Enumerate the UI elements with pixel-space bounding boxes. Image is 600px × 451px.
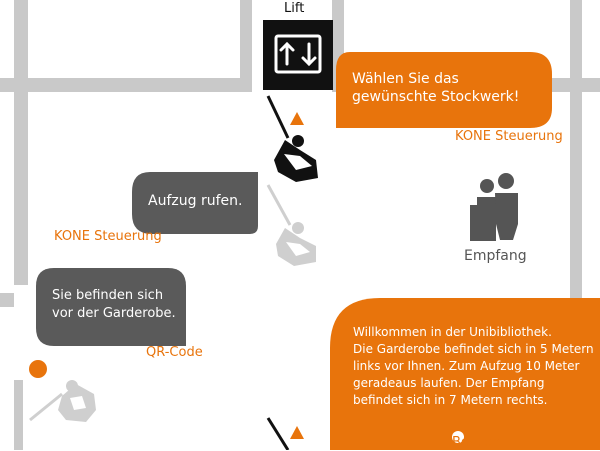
reception-label: Empfang [464, 248, 527, 264]
bubble-select-floor-line-2: gewünschte Stockwerk! [352, 89, 520, 105]
wall-right-vertical [570, 0, 582, 300]
bubble-select-floor [336, 52, 552, 128]
wall-bottom-left [14, 380, 23, 450]
bubble-select-floor-source: KONE Steuerung [455, 129, 563, 144]
wall-left-vertical [14, 0, 28, 285]
bubble-call-lift-source: KONE Steuerung [54, 229, 162, 244]
wall-lift-left [240, 0, 252, 92]
wall-lower-left-stub [0, 293, 14, 307]
bubble-welcome [330, 298, 600, 450]
bubble-welcome-line-5: befindet sich in 7 Metern rechts. [353, 393, 548, 407]
blind-person-icon [29, 380, 96, 422]
bubble-welcome-line-4: geradeaus laufen. Der Empfang [353, 376, 545, 390]
reception-desk-icon [470, 173, 518, 241]
bubble-nub [150, 234, 162, 246]
blind-person-icon [266, 417, 290, 450]
bubble-wardrobe-line-2: vor der Garderobe. [52, 306, 176, 321]
bubble-call-lift [132, 172, 258, 234]
bubble-wardrobe [36, 268, 186, 346]
position-triangle-icon [290, 426, 304, 439]
bubble-nub [449, 128, 461, 140]
bubble-nub [142, 346, 154, 358]
position-triangle-icon [290, 112, 304, 125]
bubble-select-floor-line-1: Wählen Sie das [352, 71, 459, 87]
bubble-welcome-source: Beacon [452, 435, 501, 450]
bubble-welcome-line-2: Die Garderobe befindet sich in 5 Metern [353, 342, 594, 356]
blind-person-icon [266, 95, 318, 182]
wall-upper-left [0, 78, 252, 92]
bubble-wardrobe-line-1: Sie befinden sich [52, 288, 164, 303]
lift-label: Lift [284, 1, 305, 16]
bubble-welcome-line-3: links vor Ihnen. Zum Aufzug 10 Meter [353, 359, 580, 373]
bubble-welcome-line-1: Willkommen in der Unibibliothek. [353, 325, 552, 339]
blind-person-icon [266, 184, 316, 266]
bubble-call-lift-line-1: Aufzug rufen. [148, 193, 243, 209]
position-dot-icon [29, 360, 47, 378]
elevator-up-down-icon [263, 20, 333, 90]
bubble-nub [452, 431, 464, 443]
bubble-wardrobe-source: QR-Code [146, 345, 203, 360]
